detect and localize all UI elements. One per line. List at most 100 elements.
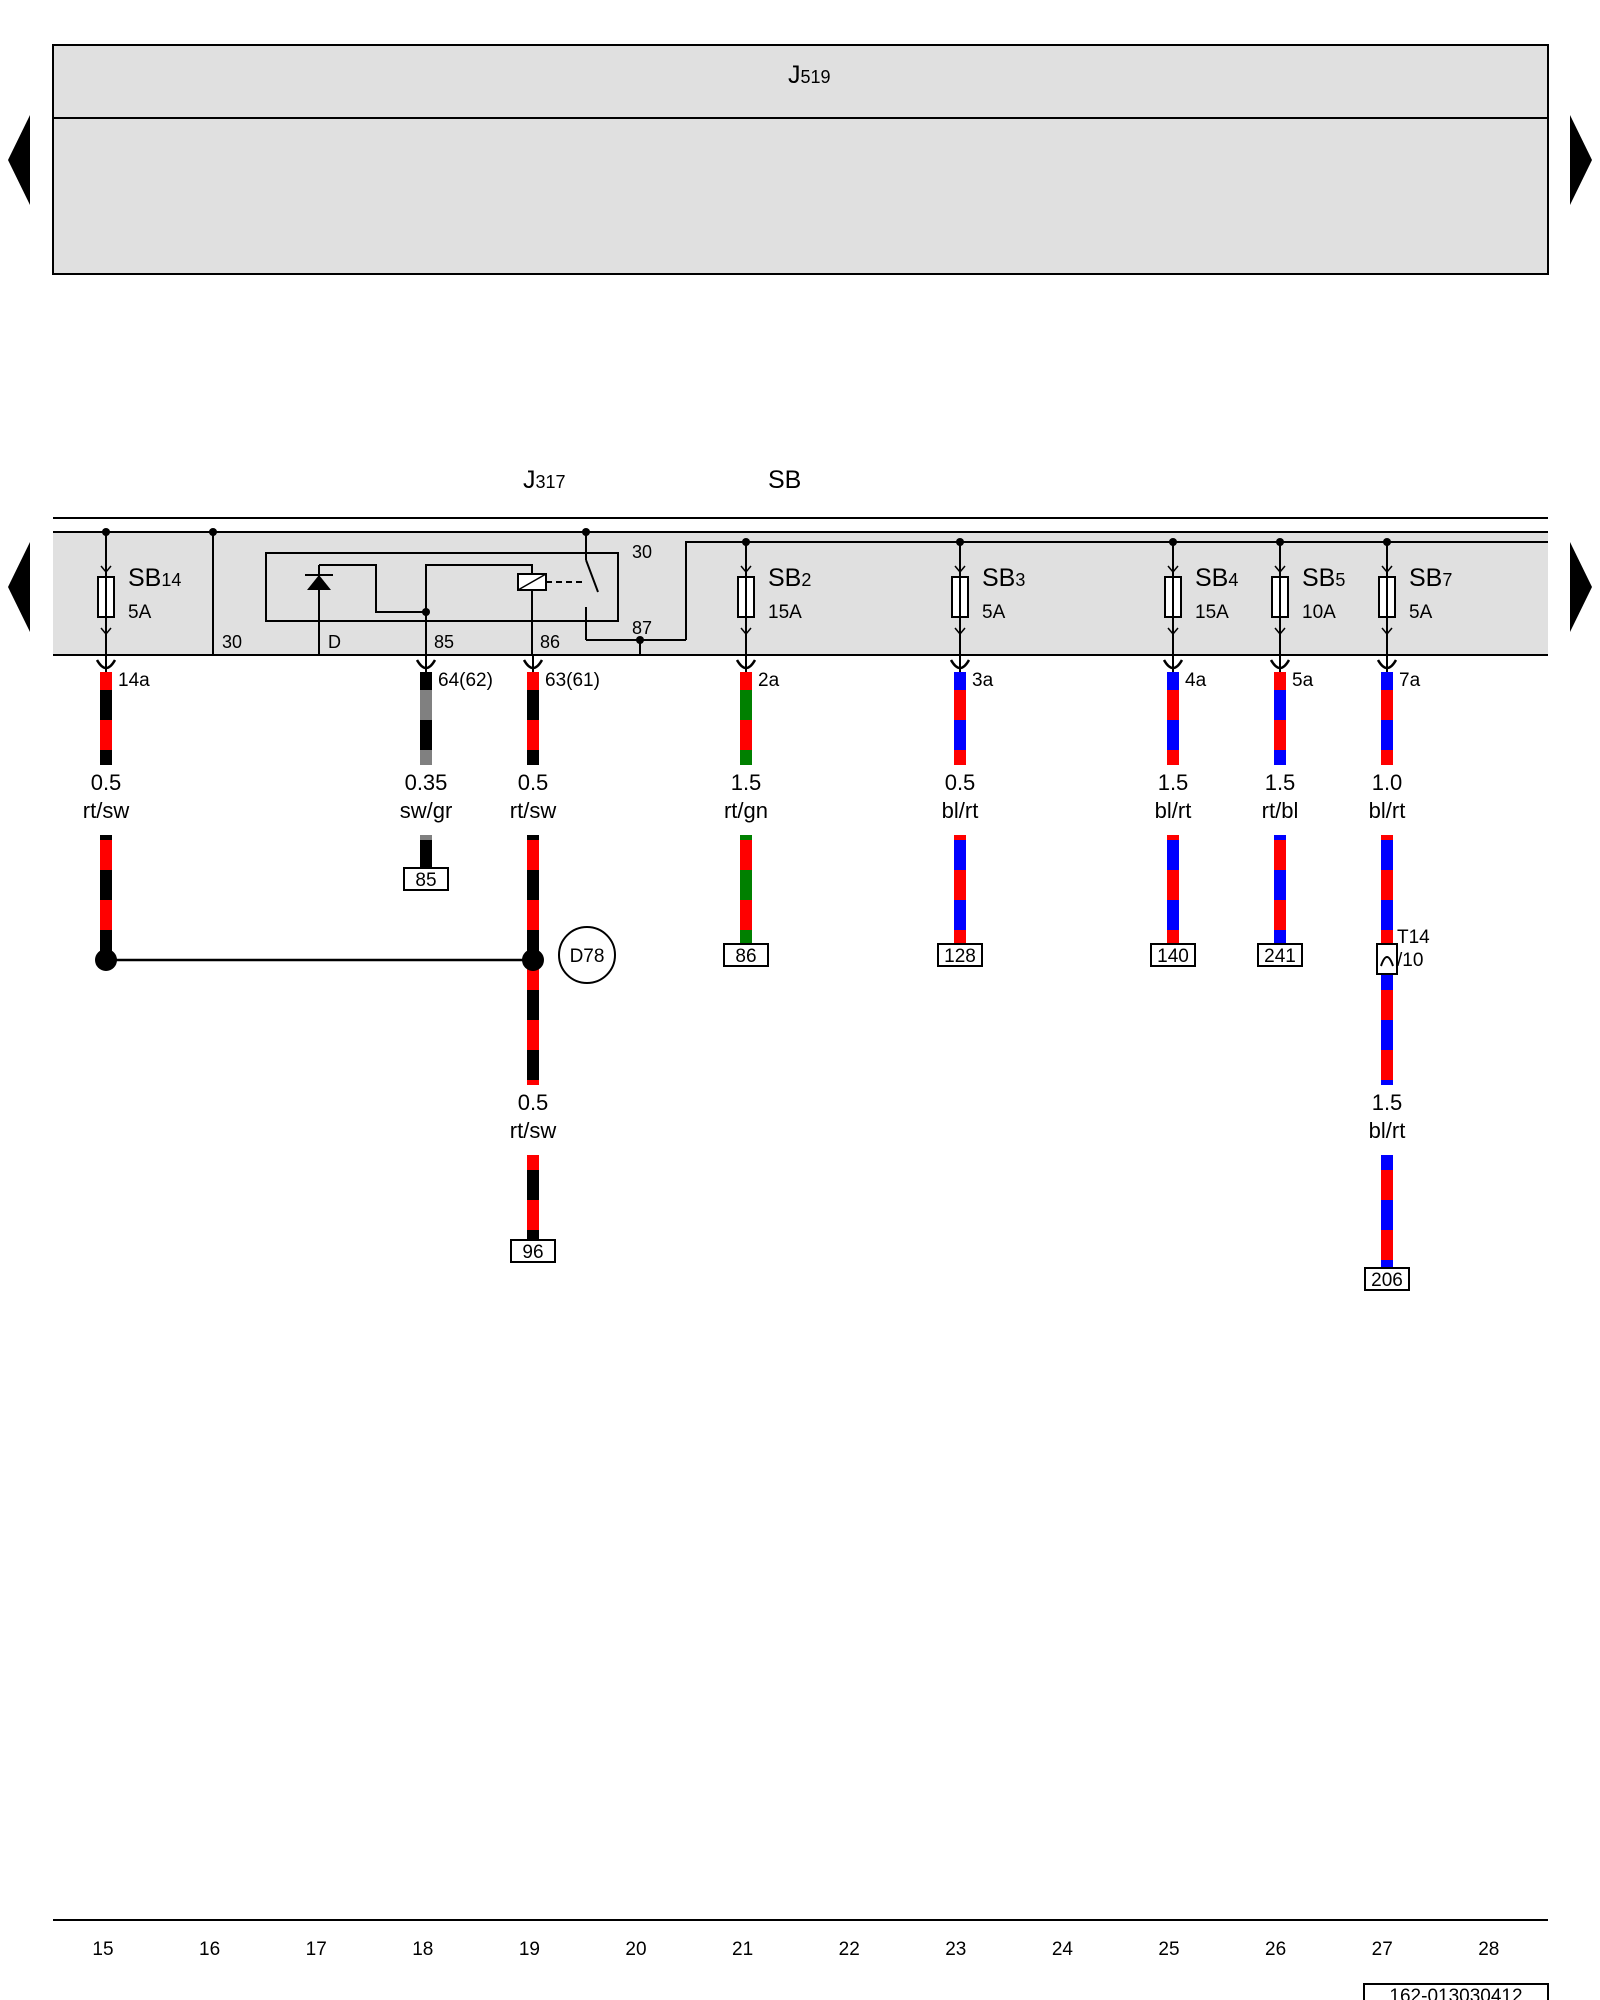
wires: 0.5 rt/sw 0.35 sw/gr 0.5 rt/sw 0.5 rt/sw 1.5rt/g… <box>83 672 1406 1268</box>
wire-size: 1.5 <box>731 770 762 795</box>
svg-text:T14: T14 <box>1397 927 1430 948</box>
wire-size: 0.5 <box>518 1090 549 1115</box>
reference-number: 140 <box>1157 946 1189 967</box>
j519-label: J519 <box>788 61 831 89</box>
wire-color-code: bl/rt <box>1369 1118 1406 1143</box>
grid-number: 20 <box>625 1939 646 1960</box>
relay-output-pins: 64(62) 63(61) <box>415 655 600 691</box>
fuse-rating: 15A <box>768 602 802 623</box>
arrow-right-icon[interactable] <box>1570 542 1592 632</box>
reference-ref206[interactable]: 206 <box>1364 1267 1410 1291</box>
svg-text:30: 30 <box>632 542 652 562</box>
connector-t14: T14 /10 <box>1376 927 1430 975</box>
svg-text:86: 86 <box>540 632 560 652</box>
wire-color-code: bl/rt <box>1155 798 1192 823</box>
wire-color-code: sw/gr <box>400 798 453 823</box>
reference-ref86[interactable]: 86 <box>723 943 769 967</box>
wire-segment <box>527 1155 539 1240</box>
wire-segment <box>420 672 432 765</box>
reference-ref128[interactable]: 128 <box>937 943 983 967</box>
arrow-right-icon[interactable] <box>1570 115 1592 205</box>
grid-number: 16 <box>199 1939 220 1960</box>
fuse-pin-label: 2a <box>758 670 780 691</box>
wire-w27: 1.0bl/rt <box>1369 672 1405 944</box>
fuse-pin-label: 7a <box>1399 670 1421 691</box>
terminal-30-branch: 30 <box>209 528 242 655</box>
wire-color-code: rt/bl <box>1262 798 1299 823</box>
relay-pin-rp85: 64(62) <box>415 655 493 691</box>
relay-j317-label: J317 <box>523 466 566 494</box>
wire-size: 0.35 <box>405 770 448 795</box>
svg-text:/10: /10 <box>1397 950 1423 971</box>
wire-segment <box>1274 672 1286 765</box>
grid-number: 17 <box>306 1939 327 1960</box>
grid-number: 23 <box>945 1939 966 1960</box>
fuse-name: SB3 <box>982 564 1025 592</box>
fuse-rating: 15A <box>1195 602 1229 623</box>
wire-segment <box>1167 835 1179 944</box>
wire-size: 0.5 <box>518 770 549 795</box>
grid-number: 25 <box>1158 1939 1179 1960</box>
reference-boxes: 85 86 128 140 241 96 206 <box>403 867 1410 1291</box>
wire-w19: 0.5 rt/sw <box>510 672 557 1085</box>
wire-color-code: rt/sw <box>510 1118 557 1143</box>
wire-segment <box>1274 835 1286 944</box>
relay-pin-label: 63(61) <box>545 670 600 691</box>
relay-pin-rp86: 63(61) <box>522 655 600 691</box>
wire-size: 1.5 <box>1372 1090 1403 1115</box>
wire-w19b: 0.5 rt/sw <box>510 1090 557 1240</box>
wire-size: 0.5 <box>91 770 122 795</box>
fuse-pin-label: 4a <box>1185 670 1207 691</box>
svg-text:85: 85 <box>434 632 454 652</box>
arrow-left-icon[interactable] <box>8 115 30 205</box>
reference-ref96[interactable]: 96 <box>510 1239 556 1263</box>
arrow-left-icon[interactable] <box>8 542 30 632</box>
wire-w15: 0.5 rt/sw <box>83 672 130 960</box>
fuse-pin-label: 5a <box>1292 670 1314 691</box>
fuse-pin-label: 14a <box>118 670 150 691</box>
relay-coil-icon <box>422 564 584 655</box>
wire-segment <box>1381 672 1393 765</box>
reference-ref241[interactable]: 241 <box>1257 943 1303 967</box>
ground-point-d78: D78 <box>558 926 616 984</box>
relay-pin-label: 64(62) <box>438 670 493 691</box>
fuse-holder-sb-label: SB <box>768 466 801 494</box>
fuse-name: SB2 <box>768 564 811 592</box>
wire-w21: 1.5rt/gn <box>724 672 768 944</box>
fuse-name: SB4 <box>1195 564 1238 592</box>
wire-size: 1.0 <box>1372 770 1403 795</box>
wire-segment <box>1167 672 1179 765</box>
wire-color-code: rt/sw <box>510 798 557 823</box>
wire-segment <box>100 835 112 960</box>
reference-ref140[interactable]: 140 <box>1150 943 1196 967</box>
wire-w23: 0.5bl/rt <box>942 672 978 944</box>
wire-size: 0.5 <box>945 770 976 795</box>
fuse-sb2: SB2 15A 2a <box>735 538 811 691</box>
wire-segment <box>420 835 432 868</box>
reference-number: 128 <box>944 946 976 967</box>
fuse-name: SB5 <box>1302 564 1345 592</box>
svg-text:D78: D78 <box>570 946 605 967</box>
fuse-rating: 5A <box>1409 602 1433 623</box>
grid-number: 19 <box>519 1939 540 1960</box>
wire-w26: 1.5 rt/bl <box>1262 672 1299 944</box>
wire-segment <box>1381 1155 1393 1268</box>
grid-number: 26 <box>1265 1939 1286 1960</box>
reference-ref85[interactable]: 85 <box>403 867 449 891</box>
svg-text:162-013030412: 162-013030412 <box>1389 1986 1522 2000</box>
svg-text:30: 30 <box>222 632 242 652</box>
svg-text:87: 87 <box>632 618 652 638</box>
grid-number: 28 <box>1478 1939 1499 1960</box>
reference-number: 206 <box>1371 1270 1403 1291</box>
control-unit-j519: J519 <box>52 44 1549 275</box>
wire-segment <box>954 672 966 765</box>
wire-size: 1.5 <box>1265 770 1296 795</box>
wire-segment <box>954 835 966 944</box>
wire-color-code: rt/sw <box>83 798 130 823</box>
wire-segment <box>100 672 112 765</box>
